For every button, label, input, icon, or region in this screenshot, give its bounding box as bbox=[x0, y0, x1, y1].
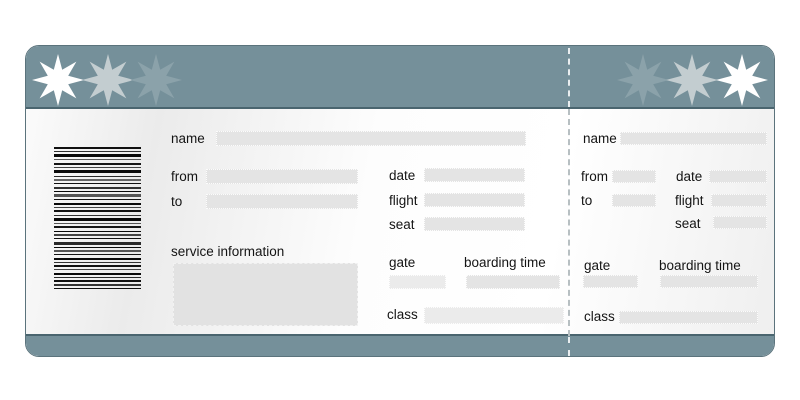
main-gate-field[interactable] bbox=[389, 275, 446, 289]
stub-seat-label: seat bbox=[675, 216, 701, 231]
stub-seat-field[interactable] bbox=[713, 216, 767, 229]
main-from-label: from bbox=[171, 169, 198, 184]
main-class-field[interactable] bbox=[424, 307, 564, 324]
main-service-information-field[interactable] bbox=[173, 263, 358, 326]
main-seat-label: seat bbox=[389, 217, 415, 232]
star-icon bbox=[82, 54, 134, 106]
main-boarding-time-label: boarding time bbox=[464, 255, 546, 270]
main-flight-label: flight bbox=[389, 193, 418, 208]
main-service-information-label: service information bbox=[171, 244, 285, 259]
stub-date-label: date bbox=[676, 169, 703, 184]
main-date-field[interactable] bbox=[424, 168, 525, 182]
stub-gate-field[interactable] bbox=[583, 275, 638, 288]
main-date-label: date bbox=[389, 168, 416, 183]
perforation-line bbox=[568, 48, 570, 107]
ticket-header bbox=[26, 46, 774, 109]
stub-from-label: from bbox=[581, 169, 608, 184]
ticket-body bbox=[26, 109, 774, 336]
stub-class-field[interactable] bbox=[619, 311, 758, 324]
perforation-line bbox=[568, 109, 570, 336]
stub-boarding-time-label: boarding time bbox=[659, 258, 741, 273]
perforation-line bbox=[568, 337, 570, 356]
main-boarding-time-field[interactable] bbox=[466, 275, 560, 289]
star-icon bbox=[130, 54, 182, 106]
stub-flight-field[interactable] bbox=[711, 194, 767, 207]
main-to-field[interactable] bbox=[206, 194, 358, 209]
stub-boarding-time-field[interactable] bbox=[660, 275, 758, 288]
main-class-label: class bbox=[387, 307, 418, 322]
main-seat-field[interactable] bbox=[424, 217, 525, 231]
stub-to-label: to bbox=[581, 193, 593, 208]
star-icon bbox=[666, 54, 718, 106]
stub-gate-label: gate bbox=[584, 258, 611, 273]
star-icon bbox=[32, 54, 84, 106]
stub-name-field[interactable] bbox=[620, 132, 767, 145]
stub-date-field[interactable] bbox=[709, 170, 767, 183]
main-name-label: name bbox=[171, 131, 205, 146]
main-gate-label: gate bbox=[389, 255, 416, 270]
ticket-footer bbox=[26, 334, 774, 356]
main-flight-field[interactable] bbox=[424, 193, 525, 207]
star-icon bbox=[716, 54, 768, 106]
boarding-pass: name from to service information date fl… bbox=[25, 45, 775, 357]
stub-flight-label: flight bbox=[675, 193, 704, 208]
stub-class-label: class bbox=[584, 309, 615, 324]
main-from-field[interactable] bbox=[206, 169, 358, 184]
main-name-field[interactable] bbox=[216, 131, 526, 146]
star-icon bbox=[617, 54, 669, 106]
stub-to-field[interactable] bbox=[612, 194, 656, 207]
stub-from-field[interactable] bbox=[612, 170, 656, 183]
barcode bbox=[54, 147, 141, 292]
main-to-label: to bbox=[171, 194, 183, 209]
stub-name-label: name bbox=[583, 131, 617, 146]
